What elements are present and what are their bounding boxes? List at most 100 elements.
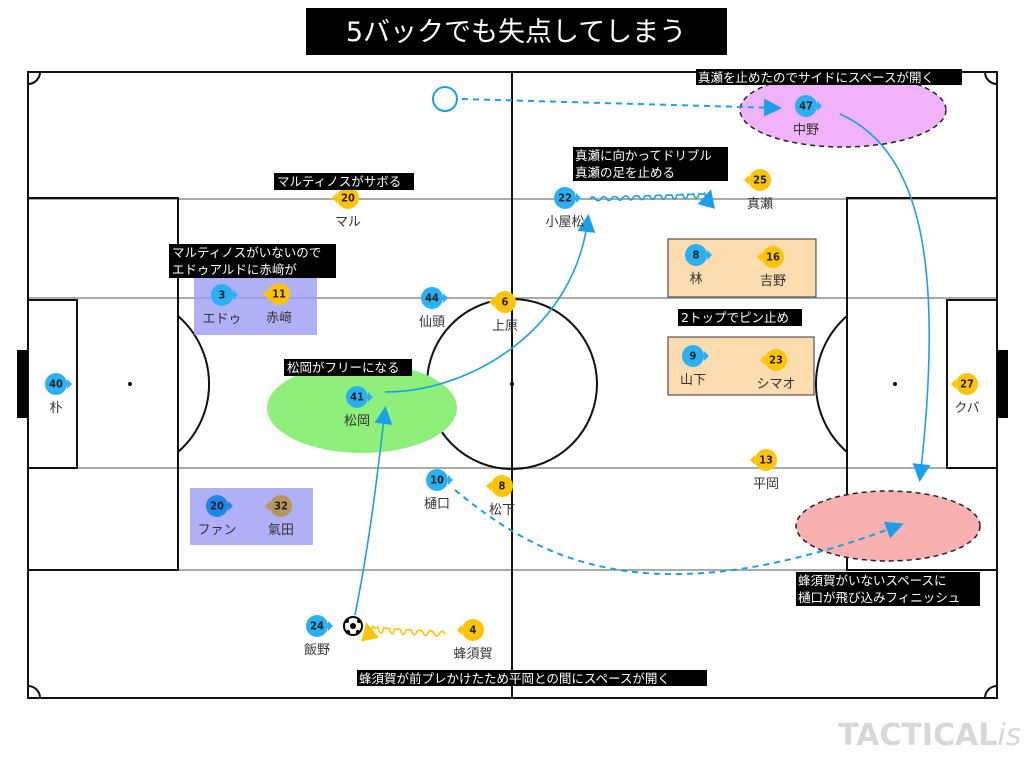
- player-number: 8: [499, 480, 506, 493]
- player-name: 林: [689, 272, 702, 287]
- facing-indicator: [448, 475, 453, 485]
- player-number: 13: [759, 454, 773, 467]
- pass-arrow-cross: [839, 113, 931, 482]
- player-marker: [211, 284, 233, 306]
- player-marker: [45, 373, 67, 395]
- player-marker: [491, 475, 513, 497]
- player-marker: [306, 615, 328, 637]
- zones: [190, 72, 981, 562]
- player-name: 氣田: [268, 523, 294, 538]
- player-name: 吉野: [760, 274, 786, 289]
- player-name: エドゥ: [202, 312, 241, 327]
- player-name: 山下: [680, 373, 706, 388]
- player-name: 中野: [793, 123, 819, 138]
- player-away[interactable]: 6 上原: [489, 291, 518, 334]
- note-maru-sabo: マルティノスがサボる: [277, 174, 401, 189]
- player-name: クバ: [954, 401, 979, 416]
- player-name: 真瀬: [747, 197, 773, 212]
- facing-indicator: [489, 297, 494, 307]
- pass-arrow-koyamatsu: [384, 214, 596, 393]
- press-arrow-hachisuka: [361, 622, 446, 642]
- left-goal: [17, 350, 28, 418]
- facing-indicator: [265, 501, 270, 511]
- facing-indicator: [757, 252, 762, 262]
- note-dribble-1: 真瀬に向かってドリブル: [575, 148, 712, 163]
- note-two-top: 2トップでピン止め: [681, 310, 789, 325]
- player-number: 40: [49, 378, 63, 391]
- players: 40朴3エドゥ44仙頭41松岡22小屋松47中野8林9山下10樋口20ファン24…: [45, 95, 980, 662]
- facing-indicator: [707, 250, 712, 260]
- player-number: 6: [502, 296, 509, 309]
- watermark: TACTICALista: [838, 718, 1024, 753]
- player-number: 4: [470, 624, 477, 637]
- player-number: 44: [425, 292, 439, 305]
- player-name: シマオ: [756, 377, 795, 392]
- facing-indicator: [576, 193, 581, 203]
- free-zone-matsuoka: [267, 363, 457, 453]
- run-arrow-nakano: [461, 98, 782, 117]
- right-goal: [997, 350, 1008, 418]
- finish-space-zone: [795, 490, 981, 562]
- player-name: 小屋松: [545, 215, 584, 230]
- player-name: 樋口: [424, 496, 450, 512]
- player-marker: [206, 495, 228, 517]
- run-arrow-higuchi: [454, 489, 904, 576]
- player-marker: [462, 619, 484, 641]
- player-marker: [762, 246, 784, 268]
- facing-indicator: [263, 289, 268, 299]
- facing-indicator: [457, 625, 462, 635]
- player-home[interactable]: 9 山下: [680, 345, 709, 388]
- facing-indicator: [368, 392, 373, 402]
- player-away[interactable]: 8松下: [486, 475, 515, 518]
- player-home[interactable]: 40朴: [45, 373, 72, 416]
- player-marker: [268, 283, 290, 305]
- facing-indicator: [760, 355, 765, 365]
- player-number: 41: [350, 391, 364, 404]
- player-marker: [346, 386, 368, 408]
- player-home[interactable]: 41 松岡: [344, 386, 373, 429]
- note-dribble-2: 真瀬の足を止める: [575, 165, 675, 180]
- facing-indicator: [328, 621, 333, 631]
- note-no-maru-1: マルティノスがいないので: [172, 245, 321, 260]
- note-matsuoka-free: 松岡がフリーになる: [287, 360, 400, 375]
- note-no-maru-2: エドゥアルドに赤﨑が: [172, 262, 297, 277]
- player-number: 20: [341, 192, 355, 205]
- player-number: 9: [690, 350, 697, 363]
- player-name: 赤﨑: [266, 310, 292, 326]
- player-name: 飯野: [304, 643, 330, 658]
- player-away[interactable]: 11 赤﨑: [263, 283, 292, 326]
- facing-indicator: [744, 175, 749, 185]
- player-number: 20: [210, 500, 224, 513]
- player-away[interactable]: 27 クバ: [951, 373, 980, 416]
- facing-indicator: [443, 293, 448, 303]
- player-number: 22: [558, 192, 572, 205]
- title-banner: 5バックでも失点してしまう: [306, 8, 727, 55]
- side-space-zone: [739, 72, 947, 148]
- player-marker: [426, 469, 448, 491]
- player-marker: [755, 449, 777, 471]
- dribble-arrow: [589, 189, 715, 209]
- player-home[interactable]: 8林: [685, 244, 712, 287]
- player-number: 11: [272, 288, 286, 301]
- player-name: 上原: [492, 319, 518, 334]
- player-name: 松岡: [344, 414, 370, 429]
- facing-indicator: [951, 379, 956, 389]
- player-marker: [337, 187, 359, 209]
- player-number: 27: [960, 378, 974, 391]
- facing-indicator: [332, 193, 337, 203]
- player-home[interactable]: 22 小屋松: [545, 187, 585, 230]
